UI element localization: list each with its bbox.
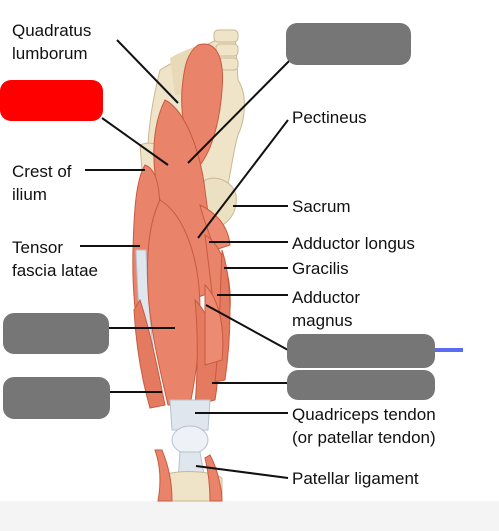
label-crest-of-ilium: Crest of ilium <box>12 162 72 204</box>
label-tensor-fascia-latae: Tensor fascia latae <box>12 238 98 280</box>
answer-mask-left-1[interactable] <box>3 313 109 354</box>
label-patellar-ligament: Patellar ligament <box>292 469 419 488</box>
leader-right-mask-1 <box>205 304 289 351</box>
label-sacrum: Sacrum <box>292 197 351 216</box>
iliopsoas-muscle <box>153 99 219 301</box>
label-adductor-magnus: Adductor magnus <box>292 288 361 330</box>
leader-lines <box>80 39 301 479</box>
adductor-magnus-muscle <box>204 283 224 366</box>
answer-mask-red[interactable] <box>0 80 103 121</box>
label-quadratus-lumborum: Quadratus lumborum <box>12 21 92 63</box>
lower-leg-muscle <box>154 449 173 502</box>
label-pectineus: Pectineus <box>292 108 367 127</box>
leader-patellar-ligament <box>195 465 289 479</box>
bottom-band <box>0 501 499 531</box>
quadriceps-tendon <box>169 399 211 431</box>
label-adductor-longus: Adductor longus <box>292 234 415 253</box>
answer-mask-right-1[interactable] <box>287 334 435 368</box>
answer-mask-left-2[interactable] <box>3 377 110 419</box>
lower-leg-muscle-right <box>204 454 223 502</box>
label-gracilis: Gracilis <box>292 259 349 278</box>
leader-quadratus <box>116 39 179 104</box>
answer-mask-right-2[interactable] <box>287 370 435 400</box>
pectineus-muscle <box>199 204 231 251</box>
answer-mask-top-right[interactable] <box>286 23 411 65</box>
leader-top-right <box>187 49 301 164</box>
patella <box>171 425 209 455</box>
leader-red-mask <box>101 117 169 166</box>
label-quadriceps-tendon: Quadriceps tendon (or patellar tendon) <box>292 405 436 447</box>
leader-pectineus <box>197 119 289 239</box>
